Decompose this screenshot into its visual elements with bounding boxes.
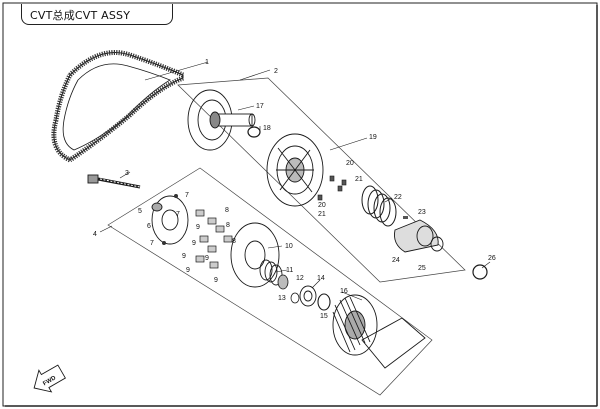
callout-26: 26 bbox=[488, 255, 496, 262]
screw-7b bbox=[174, 194, 178, 198]
washer-13 bbox=[290, 292, 300, 304]
movable-driven-sheave bbox=[266, 133, 324, 207]
callout-9a: 9 bbox=[196, 224, 200, 231]
callout-9c: 9 bbox=[182, 253, 186, 260]
callout-8c: 8 bbox=[232, 238, 236, 245]
callout-1: 1 bbox=[205, 59, 209, 66]
callout-20a: 20 bbox=[346, 160, 354, 167]
callout-numbers: 1 2 3 4 5 6 7 7 7 8 8 8 9 9 9 9 9 9 10 1… bbox=[93, 59, 496, 320]
fwd-label: FWD bbox=[42, 375, 57, 387]
callout-22: 22 bbox=[394, 194, 402, 201]
callout-16: 16 bbox=[340, 288, 348, 295]
fwd-arrow: FWD bbox=[33, 364, 66, 393]
bolt-3 bbox=[87, 174, 141, 189]
screw-7 bbox=[162, 241, 166, 245]
callout-6: 6 bbox=[147, 223, 151, 230]
callout-17: 17 bbox=[256, 103, 264, 110]
ring-18 bbox=[247, 126, 261, 138]
callout-7b: 7 bbox=[176, 211, 180, 218]
callout-9f: 9 bbox=[205, 255, 209, 262]
driven-spring bbox=[361, 185, 397, 227]
callout-15: 15 bbox=[320, 313, 328, 320]
screws-20-21 bbox=[317, 175, 347, 201]
callout-21a: 21 bbox=[355, 176, 363, 183]
callout-9d: 9 bbox=[186, 267, 190, 274]
cam-part bbox=[394, 219, 444, 253]
callout-9e: 9 bbox=[214, 277, 218, 284]
callout-3: 3 bbox=[125, 170, 129, 177]
ring-26 bbox=[472, 264, 488, 280]
callout-11: 11 bbox=[286, 267, 293, 274]
callout-4: 4 bbox=[93, 231, 97, 238]
drive-clutch-group-outline bbox=[107, 167, 433, 396]
fixed-drive-sheave bbox=[332, 294, 378, 356]
callout-19: 19 bbox=[369, 134, 377, 141]
movable-drive-sheave bbox=[230, 222, 280, 288]
backing-plate bbox=[361, 317, 426, 369]
page-title: CVT总成CVT ASSY bbox=[30, 9, 131, 22]
bushing-12 bbox=[277, 274, 289, 290]
callout-2: 2 bbox=[274, 68, 278, 75]
ring-15 bbox=[317, 293, 331, 311]
callout-7a: 7 bbox=[185, 192, 189, 199]
title-tab bbox=[21, 4, 173, 25]
callout-5: 5 bbox=[138, 208, 142, 215]
callout-14: 14 bbox=[317, 275, 325, 282]
callout-9b: 9 bbox=[192, 240, 196, 247]
callout-13: 13 bbox=[278, 295, 286, 302]
roller-cluster bbox=[195, 209, 233, 269]
callout-21b: 21 bbox=[318, 211, 326, 218]
screw-23 bbox=[403, 216, 408, 219]
driven-clutch-group-outline bbox=[177, 77, 466, 283]
callout-25: 25 bbox=[418, 265, 426, 272]
callout-24: 24 bbox=[392, 257, 400, 264]
leader-lines bbox=[99, 61, 491, 301]
drive-clutch-cover bbox=[151, 195, 189, 245]
bearing-14 bbox=[299, 285, 317, 307]
callout-8b: 8 bbox=[226, 222, 230, 229]
callout-23: 23 bbox=[418, 209, 426, 216]
fixed-driven-sheave bbox=[187, 89, 256, 151]
callout-7c: 7 bbox=[150, 240, 154, 247]
callout-12: 12 bbox=[296, 275, 304, 282]
callout-20b: 20 bbox=[318, 202, 326, 209]
callout-8: 8 bbox=[225, 207, 229, 214]
callout-10: 10 bbox=[285, 243, 293, 250]
callout-18: 18 bbox=[263, 125, 271, 132]
drive-belt bbox=[51, 50, 184, 163]
